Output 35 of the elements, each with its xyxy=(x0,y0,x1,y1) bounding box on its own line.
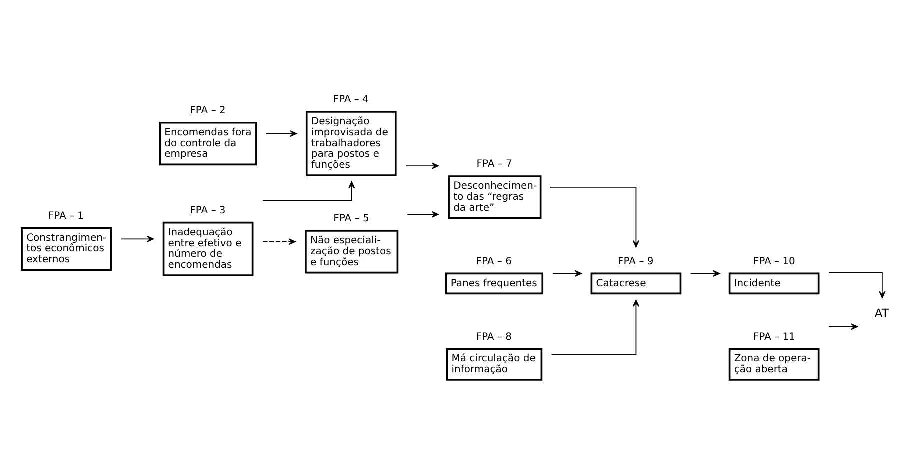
arrow xyxy=(262,182,356,202)
node-box: Desconhecimen- to das “regras da arte” xyxy=(448,176,542,220)
arrow xyxy=(690,270,720,278)
node-label: FPA – 10 xyxy=(753,256,796,268)
node-label: FPA – 6 xyxy=(476,256,512,268)
node-label: FPA – 3 xyxy=(190,206,226,217)
node-label: FPA – 1 xyxy=(48,211,84,222)
arrow xyxy=(262,238,296,246)
arrow xyxy=(120,236,154,242)
arrow xyxy=(406,162,439,170)
node-box: Não especiali- zação de postos e funções xyxy=(305,230,399,274)
node-box: Catacrese xyxy=(590,272,682,295)
node-box: Encomendas fora do controle da empresa xyxy=(159,122,258,166)
node-box: Constrangimen- tos econômicos externos xyxy=(21,227,112,271)
node-label: FPA – 8 xyxy=(476,332,512,343)
node-box: Zona de opera- ção aberta xyxy=(728,348,820,381)
arrow xyxy=(407,211,439,218)
node-label: FPA – 9 xyxy=(618,256,654,268)
node-text: AT xyxy=(874,306,890,321)
arrow xyxy=(828,272,886,299)
node-label: FPA – 11 xyxy=(753,332,796,343)
arrow xyxy=(828,324,858,330)
arrow xyxy=(550,186,640,248)
arrow xyxy=(551,300,640,356)
node-box: Má circulação de informação xyxy=(446,348,543,381)
node-label: FPA – 4 xyxy=(333,94,369,106)
node-label: FPA – 5 xyxy=(334,214,370,225)
node-box: Inadequação entre efetivo e número de encomendas xyxy=(162,222,254,276)
node-box: Incidente xyxy=(728,272,820,295)
node-label: FPA – 7 xyxy=(476,159,512,170)
arrow xyxy=(266,130,298,138)
node-box: Designação improvisada de trabalhadores para postos e funções xyxy=(306,111,397,176)
node-box: Panes frequentes xyxy=(445,272,544,295)
node-label: FPA – 2 xyxy=(190,106,226,117)
arrow xyxy=(552,270,582,278)
